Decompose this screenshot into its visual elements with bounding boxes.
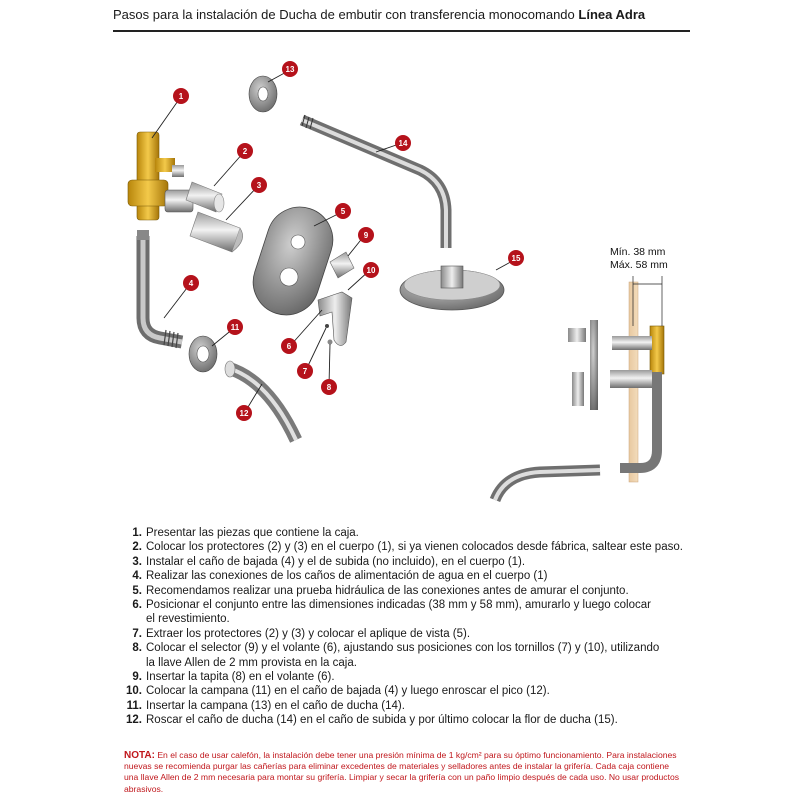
valve-body-part [127, 131, 194, 221]
step-text: Instalar el caño de bajada (4) y el de s… [146, 555, 526, 568]
step-number [112, 656, 146, 670]
step-number: 7. [132, 627, 142, 640]
step-item: 6. Posicionar el conjunto entre las dimen… [112, 598, 712, 612]
svg-text:14: 14 [399, 139, 408, 148]
svg-text:11: 11 [231, 323, 240, 332]
step-number: 6. [132, 599, 142, 612]
spout-12-part [224, 360, 302, 443]
step-item: 9. Insertar la tapita (8) en el volante (… [112, 670, 712, 684]
svg-text:13: 13 [286, 65, 295, 74]
title-prefix: Pasos para la instalación de Ducha de em… [113, 7, 575, 22]
callout-5: 5 [335, 203, 351, 219]
step-item: 12. Roscar el caño de ducha (14) en el ca… [112, 713, 712, 727]
step-text: Realizar las conexiones de los caños de … [146, 570, 548, 583]
step-number: 10. [126, 685, 142, 698]
step-number: 2. [132, 541, 142, 554]
step-text: Posicionar el conjunto entre las dimensi… [146, 599, 651, 612]
step-number [112, 612, 146, 626]
protector-2-part [185, 181, 225, 213]
svg-text:4: 4 [189, 279, 194, 288]
svg-text:10: 10 [367, 266, 376, 275]
bell-13-part [248, 75, 278, 113]
protector-3-part [189, 211, 243, 253]
title-product-line: Línea Adra [578, 7, 646, 22]
step-item: 10. Colocar la campana (11) en el caño de… [112, 684, 712, 698]
note-label: NOTA: [124, 750, 155, 761]
svg-text:2: 2 [243, 147, 248, 156]
selector-9-part [329, 251, 355, 279]
svg-text:7: 7 [303, 367, 308, 376]
callout-1: 1 [173, 88, 189, 104]
step-text: Insertar la tapita (8) en el volante (6)… [146, 671, 335, 684]
bell-11-part [188, 335, 218, 373]
callout-15: 15 [508, 250, 524, 266]
installation-section-view [489, 276, 665, 503]
step-number: 9. [132, 671, 142, 684]
cover-plate-part [252, 206, 334, 316]
callout-10: 10 [363, 262, 379, 278]
note-text: En el caso de usar calefón, la instalaci… [124, 750, 680, 794]
dimension-max-label: Máx. 58 mm [610, 259, 668, 271]
step-item: 3. Instalar el caño de bajada (4) y el de… [112, 555, 712, 569]
step-item: el revestimiento. [112, 612, 712, 626]
step-text: Insertar la campana (13) en el caño de d… [146, 699, 405, 712]
step-text: Colocar los protectores (2) y (3) en el … [146, 541, 683, 554]
step-text: la llave Allen de 2 mm provista en la ca… [146, 656, 357, 669]
step-item: 4. Realizar las conexiones de los caños d… [112, 569, 712, 583]
svg-text:6: 6 [287, 342, 292, 351]
step-number: 12. [126, 714, 142, 727]
svg-text:12: 12 [240, 409, 249, 418]
step-number: 4. [132, 570, 142, 583]
installation-steps-list: 1. Presentar las piezas que contiene la c… [112, 526, 712, 728]
step-text: Colocar la campana (11) en el caño de ba… [146, 685, 550, 698]
step-item: 11. Insertar la campana (13) en el caño d… [112, 699, 712, 713]
callout-3: 3 [251, 177, 267, 193]
callout-6: 6 [281, 338, 297, 354]
step-number: 3. [132, 555, 142, 568]
svg-text:9: 9 [364, 231, 369, 240]
step-item: la llave Allen de 2 mm provista en la ca… [112, 656, 712, 670]
step-item: 5. Recomendamos realizar una prueba hidrá… [112, 584, 712, 598]
note-block: NOTA: En el caso de usar calefón, la ins… [124, 750, 684, 795]
exploded-diagram: Mín. 38 mm Máx. 58 mm 1 2 3 4 5 6 7 8 9 … [127, 61, 668, 503]
step-text: Roscar el caño de ducha (14) en el caño … [146, 714, 618, 727]
step-number: 8. [132, 642, 142, 655]
svg-text:8: 8 [327, 383, 332, 392]
step-text: Extraer los protectores (2) y (3) y colo… [146, 627, 471, 640]
callout-9: 9 [358, 227, 374, 243]
svg-text:3: 3 [257, 181, 262, 190]
callout-13: 13 [282, 61, 298, 77]
step-text: el revestimiento. [146, 613, 230, 626]
page-title: Pasos para la instalación de Ducha de em… [113, 7, 690, 22]
svg-text:1: 1 [179, 92, 184, 101]
step-item: 7. Extraer los protectores (2) y (3) y co… [112, 627, 712, 641]
down-pipe-part [136, 230, 184, 349]
callout-7: 7 [297, 363, 313, 379]
callout-2: 2 [237, 143, 253, 159]
cap-8-part [327, 339, 333, 345]
svg-text:5: 5 [341, 207, 346, 216]
header-divider [113, 30, 690, 32]
step-item: 8. Colocar el selector (9) y el volante (… [112, 641, 712, 655]
step-number: 5. [132, 584, 142, 597]
shower-head-part [399, 265, 505, 311]
callout-14: 14 [395, 135, 411, 151]
step-item: 1. Presentar las piezas que contiene la c… [112, 526, 712, 540]
step-text: Colocar el selector (9) y el volante (6)… [146, 642, 660, 655]
step-number: 1. [132, 527, 142, 539]
handle-6-part [317, 291, 353, 346]
callout-4: 4 [183, 275, 199, 291]
step-number: 11. [126, 699, 142, 712]
step-item: 2. Colocar los protectores (2) y (3) en e… [112, 540, 712, 554]
shower-arm-part [299, 114, 452, 248]
callout-11: 11 [227, 319, 243, 335]
callout-8: 8 [321, 379, 337, 395]
screw-7-part [325, 324, 329, 328]
callout-12: 12 [236, 405, 252, 421]
svg-text:15: 15 [512, 254, 521, 263]
step-text: Presentar las piezas que contiene la caj… [146, 527, 359, 539]
dimension-min-label: Mín. 38 mm [610, 246, 666, 258]
step-text: Recomendamos realizar una prueba hidrául… [146, 584, 629, 597]
